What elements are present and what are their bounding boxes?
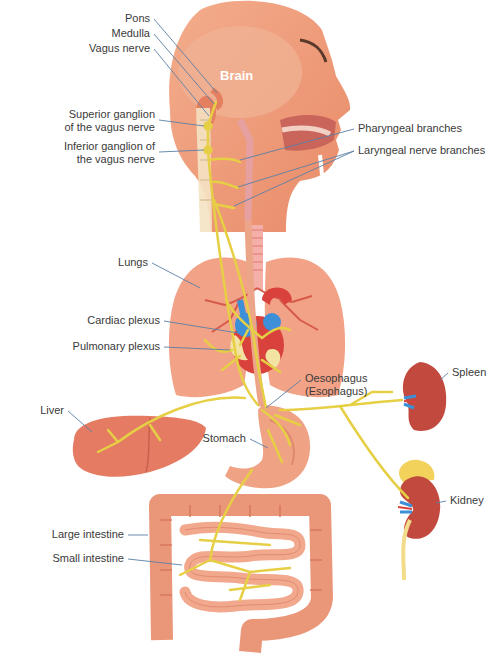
organ-label: Spleen: [452, 366, 486, 379]
leader-line: [159, 120, 204, 126]
organ-label: Superior ganglion of the vagus nerve: [57, 108, 155, 134]
head: [300, 40, 326, 62]
leader-line: [164, 321, 238, 333]
organ-label: Pharyngeal branches: [358, 122, 462, 135]
leader-line: [164, 347, 230, 350]
stomach: [225, 405, 310, 488]
head: [280, 115, 336, 151]
leader-line: [154, 49, 209, 116]
vagus-nerve: [262, 410, 300, 462]
heart: [240, 300, 244, 318]
leader-line: [266, 380, 301, 408]
vagus-nerve: [209, 159, 240, 162]
head: [240, 120, 250, 220]
vagus-nerve: [180, 470, 290, 600]
head: [178, 26, 302, 118]
leader-line: [128, 535, 148, 536]
intestines: [160, 505, 322, 652]
intestines: [160, 505, 322, 652]
region-label: Brain: [220, 68, 253, 84]
vagus-nerve: [211, 182, 238, 188]
head: [282, 128, 330, 134]
leader-line: [159, 150, 204, 152]
spleen: [403, 362, 446, 431]
spleen: [404, 396, 416, 408]
organ-label: Kidney: [450, 494, 484, 507]
spleen: [403, 362, 446, 431]
organ-label: Pons: [125, 12, 150, 25]
leader-line: [238, 151, 354, 187]
leader-line: [154, 34, 214, 104]
vagus-nerve: [340, 406, 408, 498]
leader-line: [234, 151, 354, 206]
leader-line: [250, 439, 268, 448]
vagus-nerve: [214, 204, 234, 208]
vagus-nerve: [205, 123, 212, 130]
leader-line: [154, 19, 217, 93]
liver: [73, 416, 206, 477]
leader-line: [152, 263, 200, 288]
vagus-nerve: [214, 200, 266, 408]
leader-line: [68, 19, 448, 565]
organ-label: Laryngeal nerve branches: [358, 144, 485, 157]
leader-line: [436, 501, 446, 503]
vagus-nerve: [98, 398, 245, 452]
vagus-nerve: [205, 147, 212, 154]
liver: [73, 416, 206, 477]
organ-label: Pulmonary plexus: [73, 340, 160, 353]
leader-line: [68, 411, 92, 432]
leader-line: [128, 559, 182, 565]
kidney: [398, 460, 440, 580]
leader-line: [240, 129, 354, 160]
spleen: [404, 401, 416, 402]
organ-label: Small intestine: [52, 552, 124, 565]
leader-line: [440, 373, 448, 380]
organ-label: Liver: [40, 404, 64, 417]
organ-label: Cardiac plexus: [87, 314, 160, 327]
stomach: [225, 405, 310, 488]
organ-label: Large intestine: [52, 528, 124, 541]
kidney: [403, 520, 410, 580]
kidney: [398, 507, 412, 509]
head: [169, 1, 350, 232]
organ-label: Lungs: [118, 256, 148, 269]
heart: [230, 288, 292, 374]
organ-label: Stomach: [203, 432, 246, 445]
heart: [262, 288, 292, 305]
vagus-nerve: [226, 300, 290, 345]
organ-label: Vagus nerve: [89, 42, 150, 55]
head: [169, 1, 350, 232]
organ-label: Oesophagus (Esophagus): [305, 372, 377, 398]
organ-label: Medulla: [111, 27, 150, 40]
vagus-nerve: [205, 340, 280, 372]
organ-label: Inferior ganglion of the vagus nerve: [57, 140, 155, 166]
head: [320, 155, 322, 175]
